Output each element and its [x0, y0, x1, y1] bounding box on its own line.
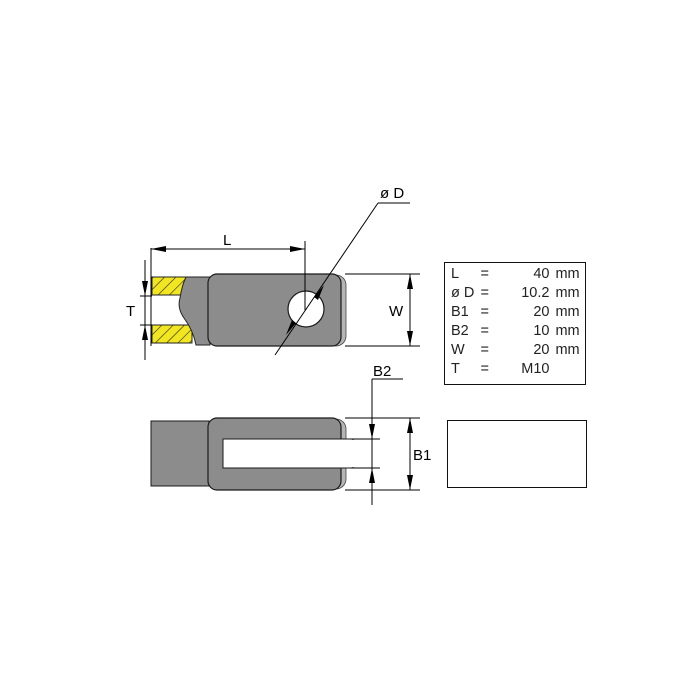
- shank-bottom: [150, 420, 210, 487]
- spec-row-T: T=M10: [451, 361, 550, 377]
- dimension-L: L: [150, 232, 306, 346]
- fork-view: [150, 417, 355, 491]
- dimension-D: ø D: [274, 185, 410, 356]
- fork-slot: [222, 438, 354, 469]
- dimension-T: T: [126, 260, 152, 360]
- label-W: W: [389, 303, 404, 320]
- label-T: T: [126, 303, 135, 320]
- side-view: [151, 273, 347, 347]
- dimension-B2: B2: [350, 363, 403, 505]
- label-B1: B1: [413, 447, 431, 464]
- thread-section-bottom: [151, 324, 193, 344]
- dimension-W: W: [345, 273, 420, 347]
- shank: [178, 276, 211, 346]
- dimension-B1: B1: [345, 417, 431, 491]
- photo-frame: [447, 420, 587, 488]
- label-D: ø D: [380, 185, 404, 202]
- label-L: L: [223, 232, 231, 249]
- label-B2: B2: [373, 363, 391, 380]
